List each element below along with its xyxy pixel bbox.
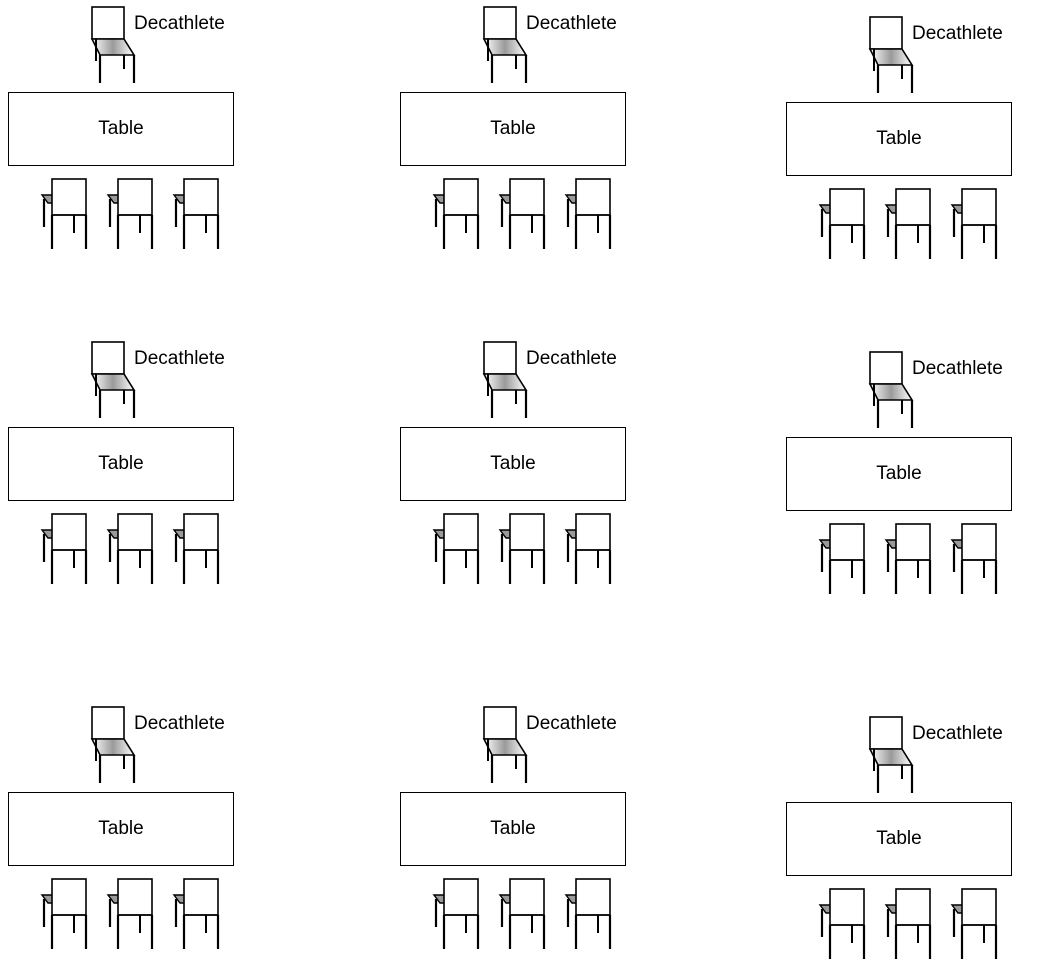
guest-chair-icon — [818, 523, 866, 594]
guest-chair-icon — [498, 178, 546, 249]
guest-chair-icon — [432, 178, 480, 249]
table-label: Table — [98, 818, 144, 839]
guest-chair-icon — [884, 888, 932, 959]
decathlete-label: Decathlete — [134, 348, 225, 369]
guest-chair-icon — [884, 188, 932, 259]
decathlete-chair-icon — [868, 16, 914, 93]
table-label: Table — [490, 818, 536, 839]
table-label: Table — [490, 118, 536, 139]
table-box: Table — [400, 792, 626, 866]
decathlete-chair-icon — [90, 341, 136, 418]
decathlete-label: Decathlete — [912, 358, 1003, 379]
guest-chair-icon — [432, 878, 480, 949]
guest-chair-icon — [40, 513, 88, 584]
decathlete-chair-icon — [482, 706, 528, 783]
decathlete-label: Decathlete — [912, 23, 1003, 44]
guest-chair-icon — [432, 513, 480, 584]
decathlete-chair-icon — [90, 6, 136, 83]
guest-chair-icon — [564, 513, 612, 584]
decathlete-chair-icon — [868, 716, 914, 793]
table-label: Table — [876, 828, 922, 849]
guest-chair-icon — [564, 178, 612, 249]
guest-chair-icon — [106, 513, 154, 584]
decathlete-chair-icon — [868, 351, 914, 428]
decathlete-label: Decathlete — [526, 13, 617, 34]
decathlete-label: Decathlete — [134, 713, 225, 734]
decathlete-chair-icon — [90, 706, 136, 783]
guest-chair-icon — [106, 178, 154, 249]
guest-chair-icon — [884, 523, 932, 594]
decathlete-label: Decathlete — [912, 723, 1003, 744]
table-box: Table — [8, 427, 234, 501]
guest-chair-icon — [172, 878, 220, 949]
guest-chair-icon — [818, 188, 866, 259]
table-label: Table — [98, 118, 144, 139]
table-box: Table — [8, 792, 234, 866]
table-box: Table — [786, 802, 1012, 876]
table-label: Table — [876, 128, 922, 149]
decathlete-chair-icon — [482, 341, 528, 418]
guest-chair-icon — [106, 878, 154, 949]
guest-chair-icon — [172, 178, 220, 249]
guest-chair-icon — [950, 188, 998, 259]
decathlete-label: Decathlete — [526, 348, 617, 369]
table-label: Table — [490, 453, 536, 474]
guest-chair-icon — [498, 513, 546, 584]
table-box: Table — [8, 92, 234, 166]
guest-chair-icon — [172, 513, 220, 584]
guest-chair-icon — [498, 878, 546, 949]
guest-chair-icon — [564, 878, 612, 949]
guest-chair-icon — [950, 888, 998, 959]
guest-chair-icon — [818, 888, 866, 959]
decathlete-label: Decathlete — [134, 13, 225, 34]
decathlete-label: Decathlete — [526, 713, 617, 734]
table-box: Table — [400, 427, 626, 501]
decathlete-chair-icon — [482, 6, 528, 83]
table-box: Table — [786, 102, 1012, 176]
guest-chair-icon — [950, 523, 998, 594]
table-label: Table — [876, 463, 922, 484]
table-box: Table — [786, 437, 1012, 511]
table-box: Table — [400, 92, 626, 166]
guest-chair-icon — [40, 878, 88, 949]
table-label: Table — [98, 453, 144, 474]
guest-chair-icon — [40, 178, 88, 249]
